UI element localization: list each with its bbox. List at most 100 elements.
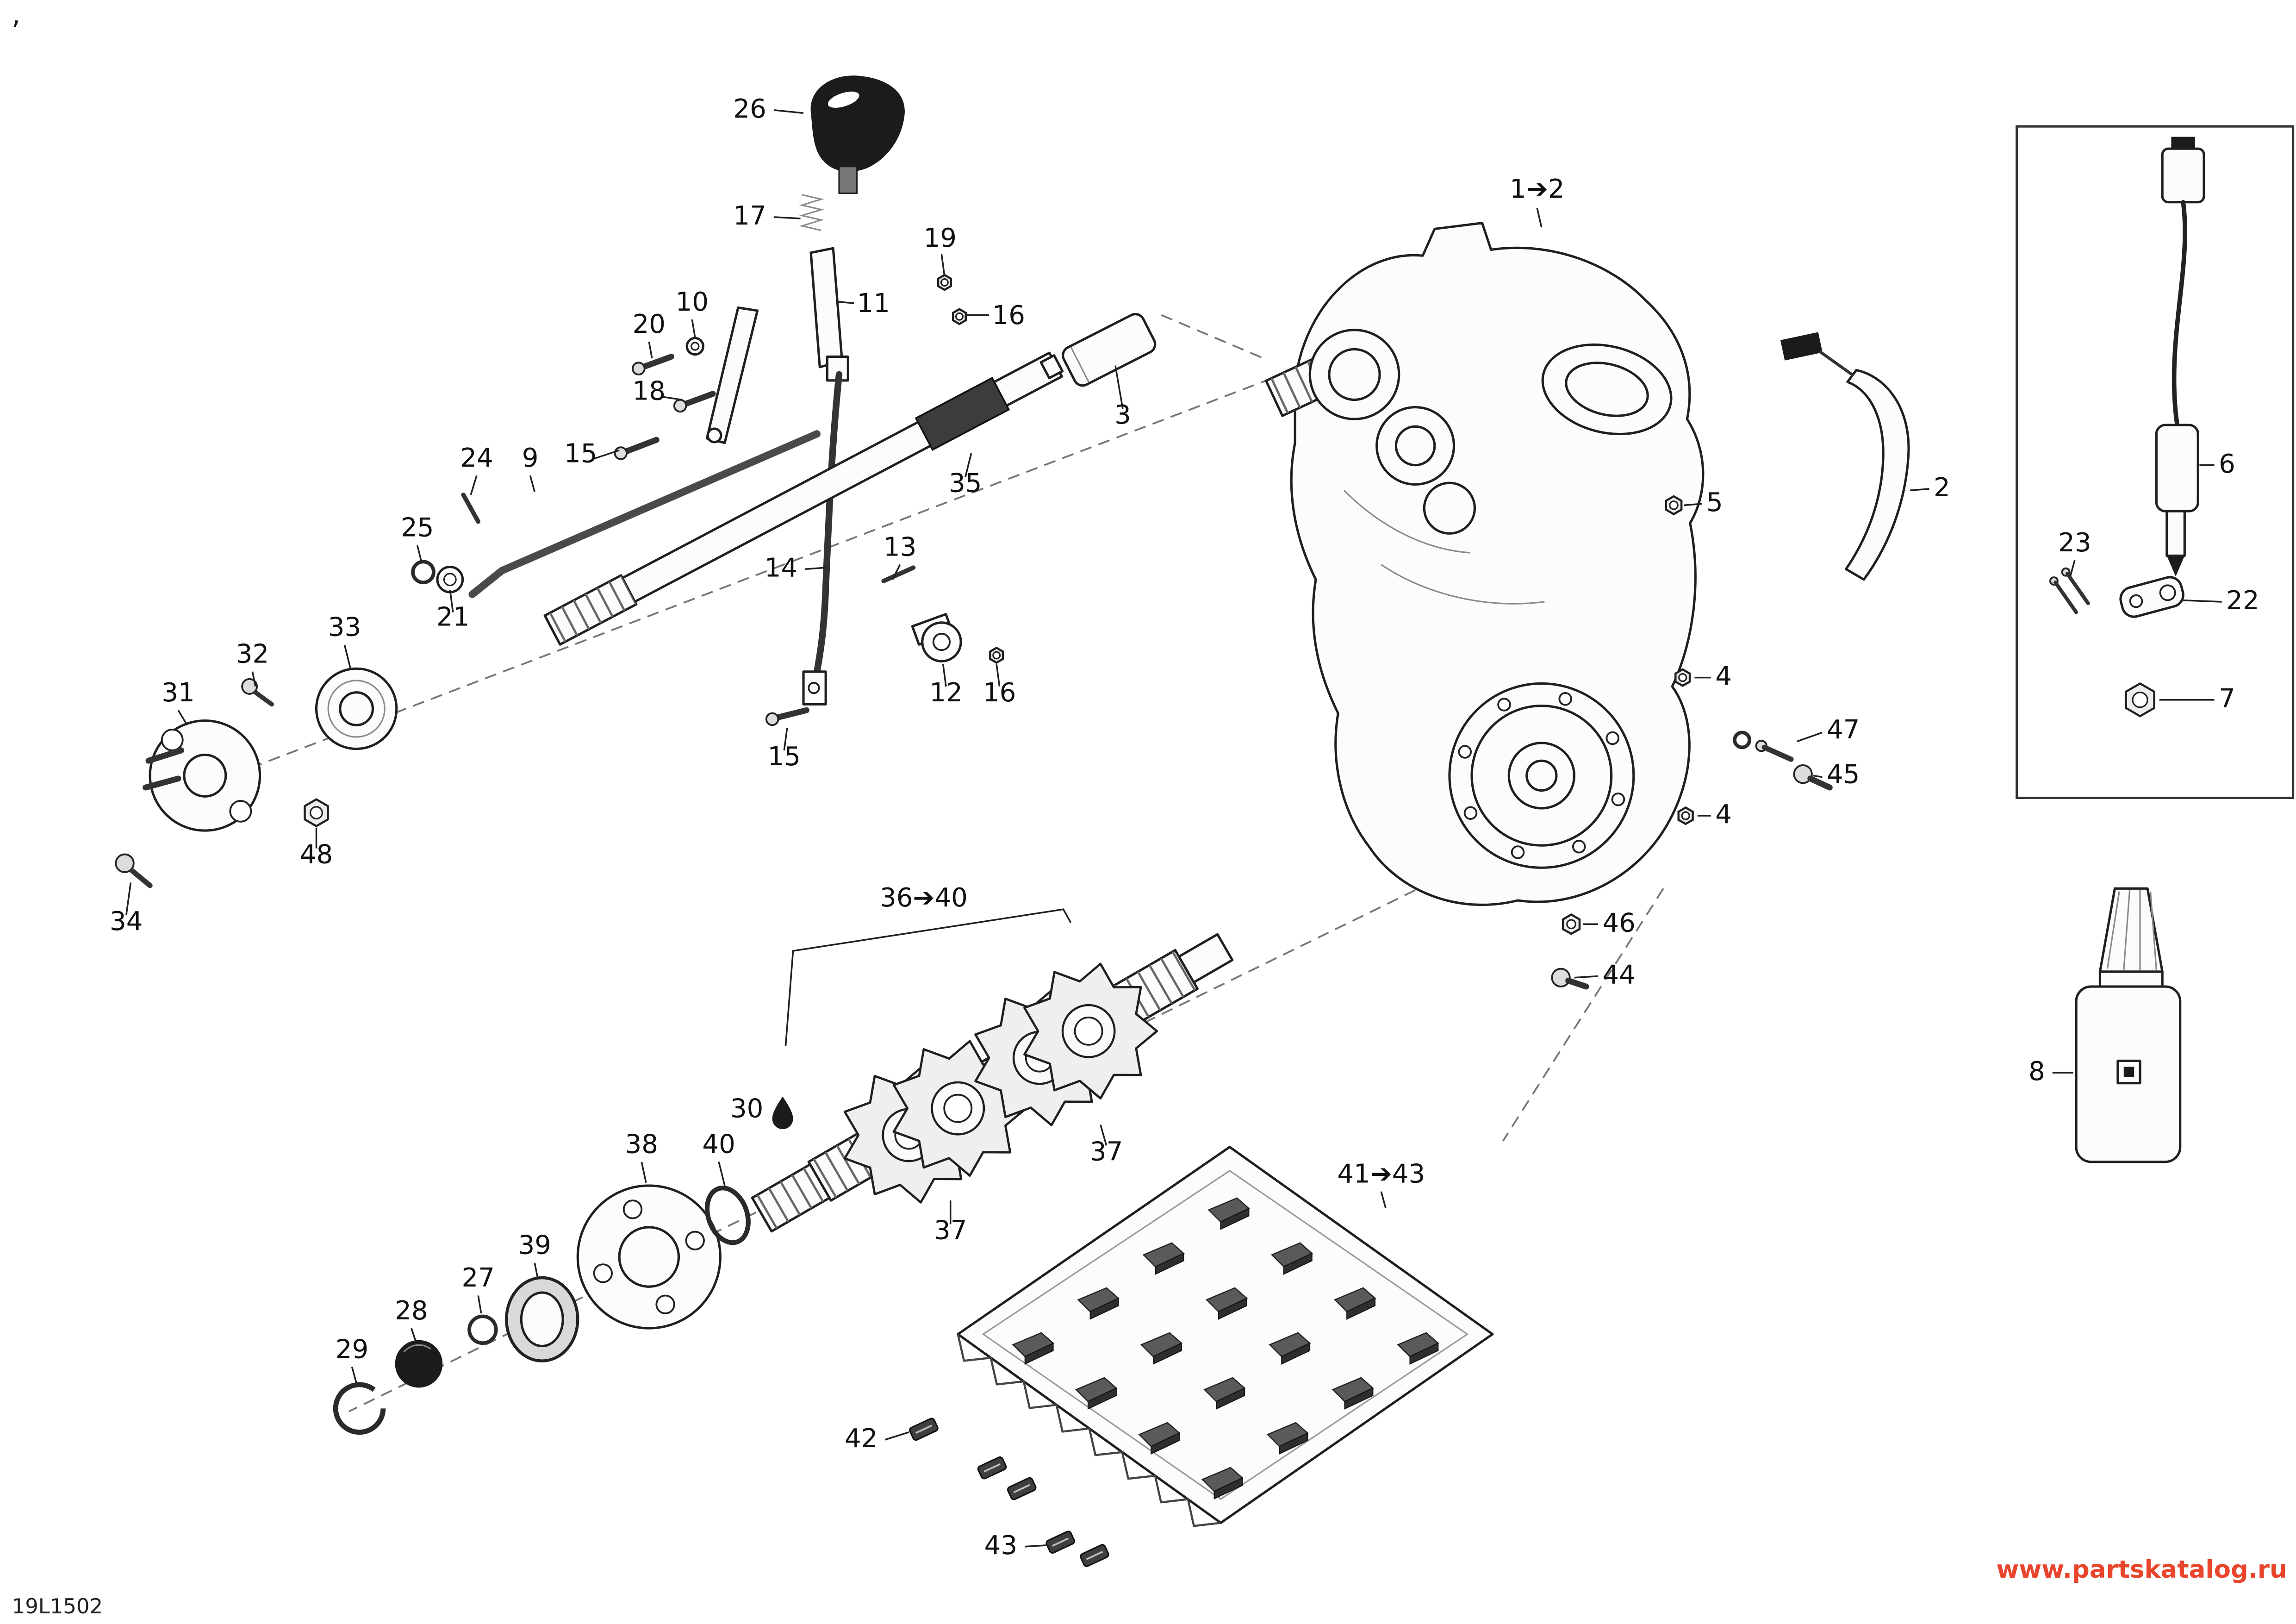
cover-bolt — [1458, 745, 1472, 759]
callout-15a: 15 — [564, 438, 597, 468]
cap-rib — [2106, 891, 2120, 969]
leader-15a — [592, 449, 620, 460]
callout-39: 39 — [518, 1230, 551, 1261]
leader-25 — [416, 545, 423, 563]
callout-47: 47 — [1827, 715, 1860, 745]
cap-rib — [2149, 891, 2157, 970]
callout-38: 38 — [625, 1129, 658, 1159]
input-boss-inner — [1328, 348, 1381, 401]
bolt-18 — [681, 391, 716, 407]
leader-47 — [1797, 731, 1823, 743]
leader-45 — [1813, 775, 1823, 778]
static-text: , 19L1502 www.partskatalog.ru — [12, 0, 2287, 1618]
flange31-hole — [229, 800, 252, 823]
nut-hole — [1681, 811, 1690, 820]
knob-highlight — [828, 91, 859, 108]
callout-4a: 4 — [1715, 662, 1732, 692]
callout-25: 25 — [401, 513, 434, 543]
callout-23: 23 — [2058, 528, 2091, 558]
generated-hardware — [304, 274, 2155, 1567]
flange31-hole — [161, 728, 184, 751]
nut-hole — [1669, 500, 1679, 510]
bushing-edge — [1070, 347, 1089, 382]
drawing-shift-lever — [705, 247, 846, 444]
callout-4b: 4 — [1715, 800, 1732, 830]
drawing-oil-bottle — [2075, 887, 2182, 1163]
lever2-wire — [1819, 350, 1854, 376]
leader-40 — [718, 1162, 726, 1186]
drawing-bushing-3 — [1062, 312, 1157, 387]
callout-14: 14 — [765, 553, 797, 583]
track-inner-edge — [982, 1170, 1469, 1500]
callout-24: 24 — [460, 443, 493, 473]
lever-strap — [809, 247, 844, 369]
leader-14 — [805, 567, 826, 570]
bolt-45 — [1807, 775, 1833, 791]
drawing-gearbox — [1265, 222, 1705, 906]
bushing-body — [1062, 312, 1157, 387]
leader-41-43 — [1380, 1191, 1387, 1208]
flange-bolt-hole — [593, 1263, 613, 1283]
bracket22-body — [2119, 576, 2184, 618]
flange-bolt-hole — [622, 1199, 643, 1219]
track-cleat-side — [1218, 1297, 1247, 1320]
pin-24 — [461, 493, 481, 524]
drawing-fork-bracket — [911, 613, 962, 662]
track-cleat-side — [1346, 1297, 1376, 1320]
cover-bolt — [1611, 792, 1625, 806]
leader-22 — [2183, 599, 2222, 603]
lower-cover-bore — [1525, 759, 1558, 792]
drawing-snapring-29 — [333, 1382, 386, 1435]
axle-end-shaft — [1177, 933, 1234, 984]
callout-34: 34 — [110, 906, 143, 937]
shaft-sleeve — [915, 376, 1010, 451]
leader-39 — [534, 1262, 539, 1278]
drawing-oring-40 — [704, 1186, 751, 1245]
mid-boss-inner — [1394, 425, 1436, 467]
cap-rib — [2123, 890, 2131, 970]
callout-40: 40 — [702, 1129, 735, 1159]
drawing-sprocket-flange — [576, 1184, 722, 1330]
callout-36-40: 36➔40 — [880, 883, 968, 913]
drawing-small-hardware — [115, 337, 916, 888]
callout-9: 9 — [522, 443, 539, 473]
washer-10-hole — [691, 342, 700, 351]
group-bracket-36-40 — [784, 908, 1072, 1046]
cover-bolt — [1558, 692, 1572, 706]
small-boss — [1423, 481, 1476, 535]
drawing-cap-28 — [395, 1340, 443, 1388]
cap-body — [395, 1340, 443, 1388]
callout-10: 10 — [676, 287, 709, 317]
clevis-hole — [808, 681, 820, 694]
drawing-shift-shaft-9 — [468, 430, 821, 598]
drawing-number: 19L1502 — [12, 1594, 103, 1618]
bolt-15a-head — [614, 446, 628, 460]
callout-2: 2 — [1934, 473, 1950, 503]
flange-bolt-hole — [685, 1230, 705, 1250]
track-cleat-side — [1088, 1387, 1117, 1410]
callout-1-2: 1➔2 — [1510, 174, 1564, 204]
track-cleat-side — [1024, 1342, 1054, 1365]
leader-24 — [470, 475, 478, 495]
leader-32 — [251, 671, 256, 687]
track-clip — [1007, 1477, 1037, 1500]
callout-15b: 15 — [768, 742, 801, 772]
bolt-15a — [622, 437, 660, 455]
screw-34 — [129, 868, 153, 888]
drawing-bracket-22 — [2119, 576, 2184, 618]
track-cleat-side — [1089, 1297, 1119, 1320]
leader-26 — [773, 109, 804, 114]
cover-bolt — [1463, 806, 1478, 820]
bolt-44-head — [1551, 968, 1571, 987]
callout-21: 21 — [436, 602, 469, 632]
callout-42: 42 — [845, 1424, 877, 1454]
nut-hole — [310, 806, 323, 820]
drawing-lever-2 — [1780, 332, 1910, 581]
drawing-oring-27 — [467, 1314, 498, 1345]
bracket22-hole — [2159, 584, 2176, 601]
callout-12: 12 — [929, 678, 962, 708]
track-cleat-side — [1409, 1342, 1439, 1365]
leader-18 — [662, 396, 682, 401]
callout-11: 11 — [857, 288, 890, 319]
